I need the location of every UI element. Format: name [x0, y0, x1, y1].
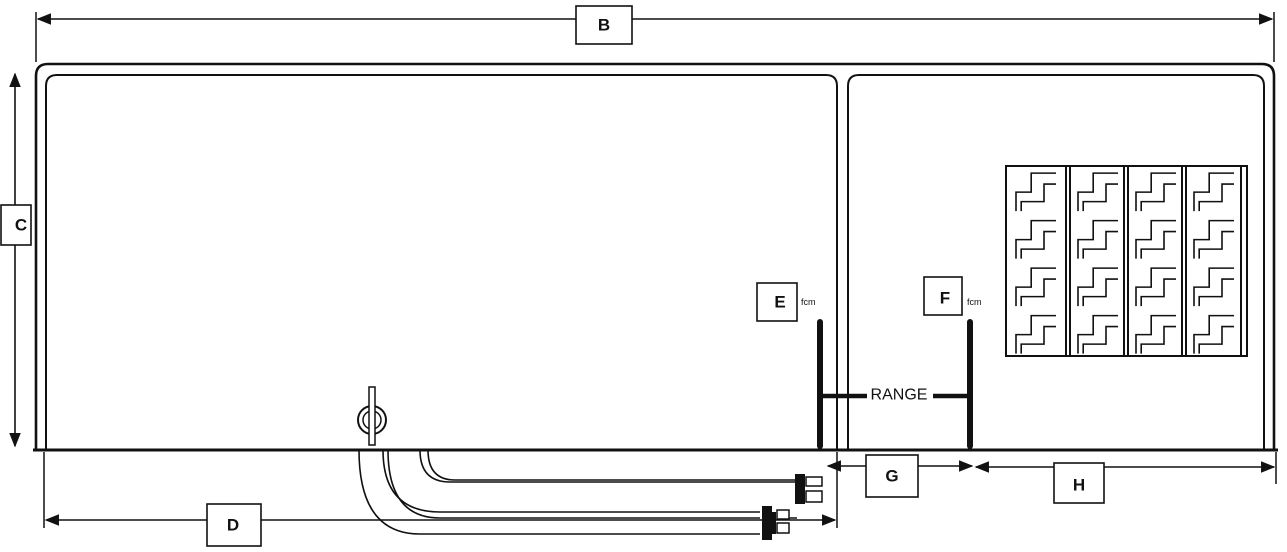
marker-f-unit: fcm: [967, 297, 982, 307]
dimension-h: H: [974, 452, 1277, 504]
right-compartment: [847, 74, 1265, 450]
marker-e-unit: fcm: [801, 297, 816, 307]
dimension-c: C: [0, 72, 32, 448]
zigzag-segment: [1135, 172, 1176, 354]
valve-icon: [357, 386, 387, 446]
zigzag-segment: [1015, 172, 1056, 354]
marker-f: F fcm: [923, 276, 982, 449]
range-indicator: RANGE: [820, 387, 970, 404]
left-compartment: [45, 74, 838, 450]
label-c: C: [15, 216, 27, 235]
zigzag-segment: [1193, 172, 1234, 354]
appliance-body: [33, 62, 1278, 452]
marker-e: E fcm: [756, 282, 823, 449]
gas-hoses: [358, 449, 796, 535]
zigzag-segment: [1077, 172, 1118, 354]
hose-connector-icon: [762, 474, 823, 540]
dimension-d: D: [43, 452, 838, 547]
label-d: D: [227, 516, 239, 535]
label-h: H: [1073, 476, 1085, 495]
label-f: F: [940, 289, 950, 308]
dimension-g: G: [826, 454, 974, 498]
label-e: E: [774, 293, 785, 312]
label-b: B: [598, 16, 610, 35]
label-g: G: [885, 467, 898, 486]
zigzag-grid-icon: [1005, 165, 1248, 357]
dimension-b: B: [35, 5, 1275, 62]
range-label: RANGE: [871, 387, 928, 404]
